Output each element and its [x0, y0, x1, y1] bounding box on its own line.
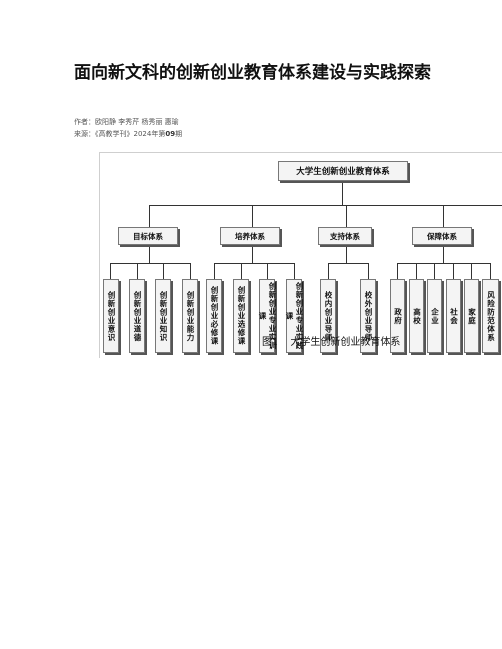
leaf-practice-course: 创新创业专业实践课: [285, 279, 304, 353]
connector-g1-3: [163, 263, 164, 279]
leaf-society: 社会: [446, 279, 461, 353]
connector-g3-down: [346, 247, 347, 263]
connector-g2-down: [252, 247, 253, 263]
connector-g4-5: [471, 263, 472, 279]
leaf-innovation-ability: 创新创业能力: [182, 279, 198, 353]
connector-g4-3: [434, 263, 435, 279]
connector-root-down: [342, 183, 343, 205]
leaf-innovation-ethics: 创新创业道德: [129, 279, 145, 353]
connector-g2-2: [241, 263, 242, 279]
category-training-system: 培养体系: [220, 227, 280, 245]
connector-g3-2: [368, 263, 369, 279]
connector-g1-1: [110, 263, 111, 279]
connector-g3-bar: [328, 263, 368, 264]
category-guarantee-system: 保障体系: [412, 227, 472, 245]
connector-g1-4: [190, 263, 191, 279]
leaf-external-mentor: 校外创业导师: [360, 279, 376, 353]
connector-g4-2: [416, 263, 417, 279]
connector-g2-1: [214, 263, 215, 279]
leaf-internal-mentor: 校内创业导师: [320, 279, 336, 353]
connector-g4-bar: [397, 263, 491, 264]
caption-text: 大学生创新创业教育体系: [290, 337, 401, 348]
figure-caption: 图1 大学生创新创业教育体系: [262, 333, 400, 348]
leaf-innovation-awareness: 创新创业意识: [103, 279, 119, 353]
article-source: 来源：《高教学刊》2024年第09期: [74, 129, 182, 139]
authors-names[interactable]: 欧阳静 李秀芹 杨秀丽 惠瑜: [95, 118, 179, 126]
connector-g2-bar: [214, 263, 294, 264]
diagram-root-node: 大学生创新创业教育体系: [278, 161, 408, 181]
source-issue-suffix: 期: [175, 130, 183, 138]
leaf-required-course: 创新创业必修课: [206, 279, 222, 353]
leaf-family: 家庭: [464, 279, 479, 353]
connector-level1-bar: [149, 205, 502, 206]
connector-g4-down: [443, 247, 444, 263]
leaf-training-course: 创新创业专业实训课: [258, 279, 277, 353]
source-journal[interactable]: 《高教学刊》2024年第: [95, 130, 166, 138]
leaf-risk-prevention: 风险防范体系: [482, 279, 499, 353]
category-goal-system: 目标体系: [118, 227, 178, 245]
leaf-government: 政府: [390, 279, 405, 353]
education-system-diagram: 大学生创新创业教育体系 目标体系 培养体系 支持体系 保障体系 创新创业意识 创…: [99, 152, 502, 358]
connector-g2-4: [294, 263, 295, 279]
connector-g1-2: [137, 263, 138, 279]
connector-cat4: [443, 205, 444, 227]
connector-cat1: [149, 205, 150, 227]
article-authors: 作者：欧阳静 李秀芹 杨秀丽 惠瑜: [74, 117, 179, 127]
source-issue: 09: [165, 130, 176, 138]
authors-label: 作者：: [74, 118, 95, 126]
connector-g3-1: [328, 263, 329, 279]
connector-g4-4: [453, 263, 454, 279]
caption-number: 图1: [262, 337, 279, 348]
category-support-system: 支持体系: [318, 227, 372, 245]
article-title: 面向新文科的创新创业教育体系建设与实践探索: [74, 63, 431, 83]
connector-cat3: [346, 205, 347, 227]
connector-g2-3: [267, 263, 268, 279]
connector-g1-down: [149, 247, 150, 263]
leaf-university: 高校: [409, 279, 424, 353]
leaf-elective-course: 创新创业选修课: [233, 279, 249, 353]
connector-g1-bar: [110, 263, 190, 264]
connector-g4-6: [490, 263, 491, 279]
leaf-enterprise: 企业: [427, 279, 442, 353]
source-label: 来源：: [74, 130, 95, 138]
connector-g4-1: [397, 263, 398, 279]
connector-cat2: [252, 205, 253, 227]
leaf-innovation-knowledge: 创新创业知识: [155, 279, 171, 353]
